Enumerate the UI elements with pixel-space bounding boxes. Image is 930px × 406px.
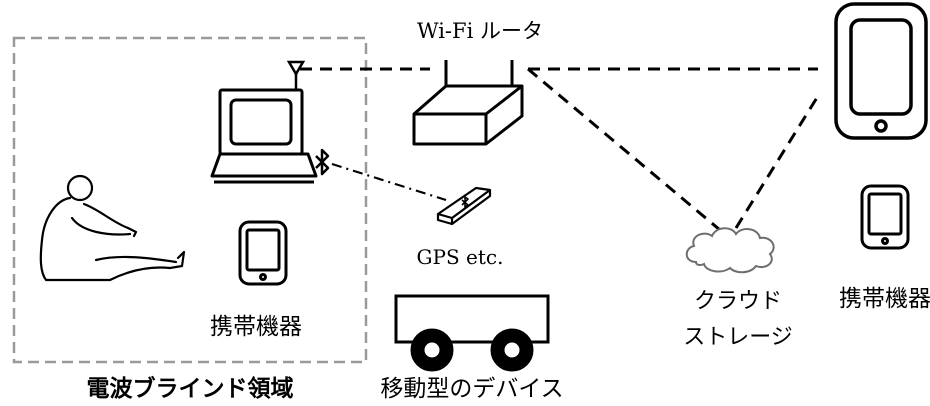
tablet-icon	[834, 2, 928, 140]
router-label: Wi-Fi ルータ	[417, 19, 543, 43]
link-laptop-gps	[331, 162, 447, 202]
gps-label: GPS etc.	[417, 245, 504, 269]
link-cloud-tablet	[734, 95, 820, 229]
mobile-device-left-label: 携帯機器	[210, 314, 302, 340]
cloud-label-line1: クラウド	[694, 289, 782, 314]
laptop-icon	[210, 88, 318, 184]
link-router-cloud	[527, 67, 721, 232]
wheeled-robot-icon	[394, 294, 550, 372]
blind-zone-border	[12, 36, 368, 364]
smartphone-icon-left	[238, 220, 288, 286]
mobile-device-right-label: 携帯機器	[839, 286, 930, 312]
cloud-icon	[685, 227, 775, 274]
blind-zone-label: 電波ブラインド領域	[87, 375, 294, 402]
wifi-router-icon	[412, 60, 524, 146]
gps-module-icon	[436, 186, 492, 226]
seated-person-icon	[39, 174, 186, 282]
cloud-label-line2: ストレージ	[683, 325, 793, 350]
connections	[300, 67, 820, 232]
mobile-device-label: 移動型のデバイス	[380, 376, 563, 402]
smartphone-icon-right	[860, 184, 910, 250]
antenna-icon	[286, 60, 306, 90]
bluetooth-icon	[315, 148, 330, 176]
